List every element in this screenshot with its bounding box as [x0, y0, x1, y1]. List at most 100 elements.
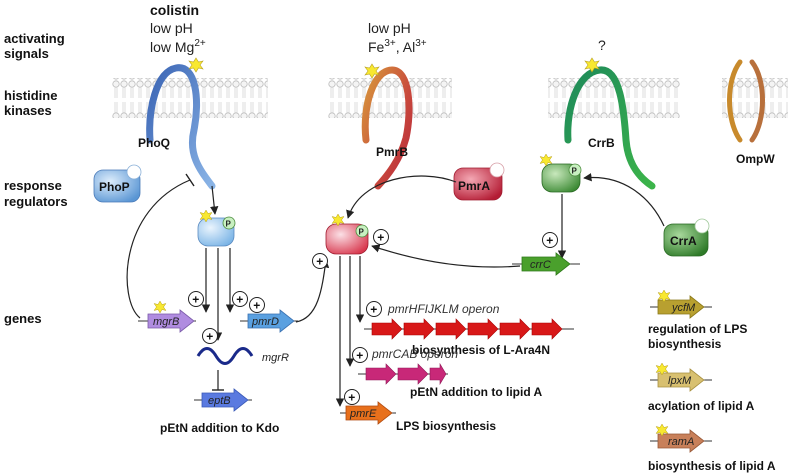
membrane-left	[112, 78, 268, 118]
plus-pmrd-2: +	[249, 297, 265, 313]
label-genes: genes	[4, 311, 42, 326]
svg-text:low Mg2+: low Mg2+	[150, 38, 206, 55]
svg-text:+: +	[236, 292, 243, 306]
svg-text:+: +	[377, 230, 384, 244]
svg-text:biosynthesis: biosynthesis	[648, 337, 722, 351]
svg-text:response: response	[4, 178, 62, 193]
label-histidine-kinases: histidine kinases	[4, 88, 57, 118]
svg-text:pmrD: pmrD	[251, 316, 279, 328]
plus-mgrb: +	[188, 291, 204, 307]
pmrb-star-icon	[364, 63, 380, 79]
svg-text:pmrE: pmrE	[349, 408, 377, 420]
function-lps-biosynthesis: LPS biosynthesis	[396, 419, 496, 433]
crra-star-icon	[539, 153, 553, 167]
gene-lpxm: lpxM	[650, 362, 712, 392]
svg-text:+: +	[356, 348, 363, 362]
phop-phosphorylated: P	[197, 209, 236, 247]
svg-text:CrrA: CrrA	[670, 234, 697, 248]
svg-text:pmrHFIJKLM operon: pmrHFIJKLM operon	[387, 302, 500, 316]
ompw-porin	[727, 59, 765, 143]
gene-ycfm: ycfM	[650, 289, 712, 319]
function-petn-lipid-a: pEtN addition to lipid A	[410, 385, 543, 399]
svg-text:signals: signals	[4, 46, 49, 61]
crrb-kinase	[564, 66, 656, 190]
phoq-label: PhoQ	[138, 136, 170, 150]
arrow-phoq-to-phop-p	[210, 185, 219, 215]
svg-text:regulation of LPS: regulation of LPS	[648, 322, 747, 336]
membrane-middle	[328, 78, 452, 118]
gene-rama: ramA	[650, 423, 712, 453]
svg-text:+: +	[206, 329, 213, 343]
inhibition-bar-phoq	[185, 173, 195, 187]
svg-text:ramA: ramA	[668, 436, 694, 448]
svg-text:PmrA: PmrA	[458, 179, 490, 193]
plus-pmre: +	[344, 389, 360, 405]
phoq-kinase	[146, 64, 216, 190]
plus-crrc: +	[542, 232, 558, 248]
arrow-pmra-to-pmra-p	[346, 175, 457, 219]
pmrb-signals: low pH Fe3+, Al3+	[368, 20, 427, 55]
label-response-regulators: response regulators	[4, 178, 68, 209]
crra-phosphorylated: P	[539, 153, 582, 193]
svg-text:Fe3+, Al3+: Fe3+, Al3+	[368, 38, 427, 55]
label-activating-signals: activating signals	[4, 31, 65, 61]
ompw-label: OmpW	[736, 152, 775, 166]
plus-pmrd-to-pmra: +	[312, 253, 328, 269]
svg-text:+: +	[370, 302, 377, 316]
function-regulation-lps: regulation of LPS biosynthesis	[648, 322, 747, 351]
crrb-signal-unknown: ?	[598, 37, 606, 53]
plus-mgrr: +	[202, 328, 218, 344]
pmrb-label: PmrB	[376, 145, 408, 159]
arrow-crra-to-crra-p	[583, 173, 665, 227]
function-acylation: acylation of lipid A	[648, 399, 755, 413]
crra-regulator: CrrA	[663, 218, 710, 257]
crrb-label: CrrB	[588, 136, 615, 150]
svg-text:+: +	[546, 233, 553, 247]
plus-cab: +	[352, 347, 368, 363]
svg-text:colistin: colistin	[150, 2, 199, 18]
svg-text:low pH: low pH	[150, 20, 193, 36]
svg-text:+: +	[192, 292, 199, 306]
svg-text:pmrCAB operon: pmrCAB operon	[371, 347, 458, 361]
svg-text:kinases: kinases	[4, 103, 52, 118]
svg-text:+: +	[253, 298, 260, 312]
svg-text:mgrB: mgrB	[153, 316, 179, 328]
pmrb-kinase	[361, 66, 413, 190]
plus-markers: + + + + + + + + + +	[188, 229, 558, 405]
phoq-signals: colistin low pH low Mg2+	[150, 2, 206, 55]
svg-text:regulators: regulators	[4, 194, 68, 209]
svg-text:lpxM: lpxM	[668, 375, 692, 387]
pmra-regulator: PmrA	[453, 162, 505, 201]
svg-text:activating: activating	[4, 31, 65, 46]
svg-text:P: P	[359, 228, 365, 237]
svg-text:low pH: low pH	[368, 20, 411, 36]
svg-text:+: +	[348, 390, 355, 404]
plus-pmrd-1: +	[232, 291, 248, 307]
gene-pmre: pmrE	[340, 401, 396, 425]
gene-eptb: eptB	[194, 388, 252, 412]
mgrb-star-icon	[153, 300, 167, 314]
pmra-star-icon	[331, 213, 345, 227]
phop-regulator: PhoP	[93, 164, 142, 203]
gene-mgrb: mgrB	[138, 300, 196, 333]
arrow-pmrd-to-pmra-p	[295, 259, 330, 323]
svg-text:ycfM: ycfM	[671, 302, 696, 314]
svg-text:histidine: histidine	[4, 88, 57, 103]
function-biosynthesis-lipid-a: biosynthesis of lipid A	[648, 459, 776, 473]
gene-mgrr: mgrR	[196, 347, 289, 365]
plus-hfijklm: +	[366, 301, 382, 317]
svg-text:P: P	[226, 220, 232, 229]
svg-text:P: P	[572, 167, 578, 176]
pmra-phosphorylated: P	[325, 213, 369, 255]
phoq-star-icon	[188, 57, 204, 73]
inhibition-mgrb-phoq	[126, 179, 191, 319]
gene-pmrd: pmrD	[240, 309, 298, 333]
svg-text:eptB: eptB	[208, 395, 231, 407]
function-ara4n: biosynthesis of L-Ara4N	[412, 343, 550, 357]
ycfm-star-icon	[657, 289, 671, 303]
rama-star-icon	[655, 423, 669, 437]
svg-text:+: +	[316, 254, 323, 268]
arrow-crrc-to-pmra-p	[371, 244, 521, 268]
function-petn-kdo: pEtN addition to Kdo	[160, 421, 279, 435]
